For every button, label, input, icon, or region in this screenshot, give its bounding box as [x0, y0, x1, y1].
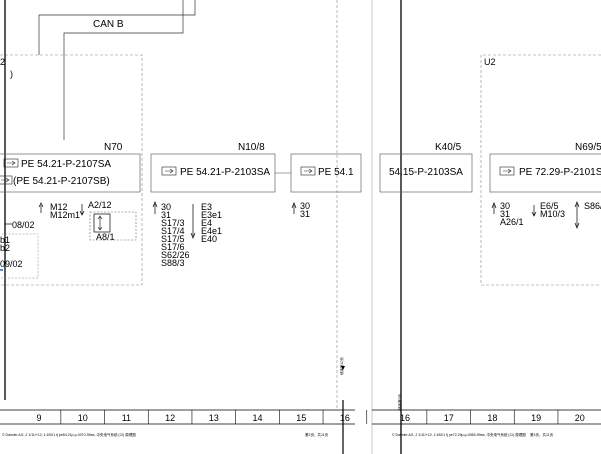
right-box-signal-30: 30 — [300, 201, 310, 211]
arrow-down-icon — [190, 204, 196, 239]
right-grid-numbers: 16 17 18 19 20 — [400, 410, 585, 424]
signal-s17-5: S17/5 — [161, 234, 185, 244]
n69-5-box — [489, 153, 601, 193]
n70-connector-a2-12: A2/12 — [88, 200, 112, 210]
n70-signal-m12: M12 — [50, 202, 68, 212]
n69-5-ref[interactable]: PE 72.29-P-2101SA — [519, 167, 601, 178]
n10-8-ref[interactable]: PE 54.21-P-2103SA — [180, 167, 270, 178]
arrow-up-icon — [291, 202, 297, 214]
signal-s62-26: S62/26 — [161, 250, 190, 260]
left-grid-number: 9 — [36, 413, 41, 423]
left-group-corner-paren: ) — [10, 69, 13, 79]
left-vertical-label: 继续第10页 — [339, 357, 344, 375]
hand-pointer-icon[interactable] — [499, 166, 515, 176]
left-footer-text: © Daimler AG, 2 1/11/+12, 1.6SX1 fj pe54… — [2, 432, 136, 437]
signal-e4: E4 — [201, 218, 212, 228]
right-grid-number: 16 — [400, 413, 410, 423]
n10-8-id: N10/8 — [238, 142, 265, 153]
k40-5-ref[interactable]: 54.15-P-2103SA — [389, 167, 463, 178]
hand-pointer-icon[interactable] — [161, 166, 177, 176]
n69-signal-a26-1: A26/1 — [500, 217, 524, 227]
right-footer-page: 第3页，共11页 — [530, 432, 554, 437]
arrow-up-icon — [38, 202, 44, 213]
can-b-wire-outer — [38, 0, 196, 55]
left-grid-number: 12 — [165, 413, 175, 423]
arrow-updown-icon — [574, 201, 580, 229]
n69-signal-31: 31 — [500, 209, 510, 219]
left-grid-number: 15 — [296, 413, 306, 423]
edge-label-b2: b2 — [0, 243, 10, 253]
signal-s17-4: S17/4 — [161, 226, 185, 236]
k40-5-id: K40/5 — [435, 142, 462, 153]
left-footer-page: 第2页，共11页 — [305, 432, 329, 437]
right-grid-number: 20 — [575, 413, 585, 423]
n69-signal-m10-3: M10/3 — [540, 209, 565, 219]
hand-pointer-icon[interactable] — [300, 166, 316, 176]
n10-8-signals-col1: 30 31 S17/3 S17/4 S17/5 S17/6 S62/26 S88… — [161, 202, 190, 268]
n69-signal-s86: S86/ — [584, 201, 601, 211]
arrow-up-icon — [491, 202, 497, 214]
signal-30: 30 — [161, 202, 171, 212]
n70-ref-2[interactable]: (PE 54.21-P-2107SB) — [13, 176, 110, 187]
signal-e3e1: E3e1 — [201, 210, 222, 220]
hand-pointer-icon[interactable] — [3, 158, 19, 168]
right-box-signal-31: 31 — [300, 209, 310, 219]
signal-e4e1: E4e1 — [201, 226, 222, 236]
n70-connector-dashed-box — [89, 211, 137, 241]
u2-label: U2 — [484, 57, 496, 67]
signal-s88-3: S88/3 — [161, 258, 185, 268]
k40-5-box — [379, 153, 473, 193]
u2-group-dashed-border — [480, 54, 601, 286]
n10-8-signals-col2: E3 E3e1 E4 E4e1 E40 — [201, 202, 222, 244]
hand-pointer-icon[interactable] — [0, 175, 13, 185]
arrow-up-icon — [152, 201, 158, 214]
can-b-wire-inner — [63, 0, 184, 140]
n70-id: N70 — [104, 142, 123, 153]
pe54-partial-ref[interactable]: PE 54.1 — [318, 167, 354, 178]
n69-signal-30: 30 — [500, 201, 510, 211]
can-b-label: CAN B — [93, 19, 124, 30]
edge-label-b1: b1 — [0, 235, 10, 245]
n69-signal-e6-5: E6/5 — [540, 201, 559, 211]
signal-s17-6: S17/6 — [161, 242, 185, 252]
signal-e3: E3 — [201, 202, 212, 212]
right-vertical-label: 继续第9页 — [397, 394, 402, 410]
left-group-corner-label: 2 — [0, 57, 5, 67]
signal-31: 31 — [161, 210, 171, 220]
triangle-marker-icon — [341, 366, 345, 370]
n69-5-id: N69/5 — [575, 142, 601, 153]
arrow-down-icon — [79, 204, 85, 216]
edge-label-09-02: 09/02 — [0, 259, 23, 269]
left-grid-number: 16 — [340, 413, 350, 423]
left-grid-number: 13 — [209, 413, 219, 423]
left-grid-numbers: 9 10 11 12 13 14 15 16 — [36, 410, 368, 424]
right-grid-number: 19 — [531, 413, 541, 423]
right-grid-number: 18 — [487, 413, 497, 423]
arrow-down-icon — [531, 205, 537, 217]
pe54-partial-box — [290, 153, 362, 193]
n70-signal-m12m1: M12m1 — [50, 210, 80, 220]
left-group-dashed-border — [0, 54, 143, 286]
n70-box — [0, 153, 141, 193]
left-grid-number: 11 — [122, 413, 131, 423]
left-grid-number: 10 — [78, 413, 88, 423]
n70-ref-1[interactable]: PE 54.21-P-2107SA — [21, 159, 111, 170]
edge-label-08-02: 08/02 — [12, 220, 35, 230]
right-footer-text: © Daimler AG, 2 1/11/+12, 1.6SX1 fj pe72… — [392, 432, 526, 437]
n70-connector-a8-1: A8/1 — [96, 232, 115, 242]
signal-e40: E40 — [201, 234, 217, 244]
connector-icon — [93, 213, 111, 233]
signal-s17-3: S17/3 — [161, 218, 185, 228]
right-grid-number: 17 — [444, 413, 454, 423]
left-grid-number: 14 — [252, 413, 262, 423]
